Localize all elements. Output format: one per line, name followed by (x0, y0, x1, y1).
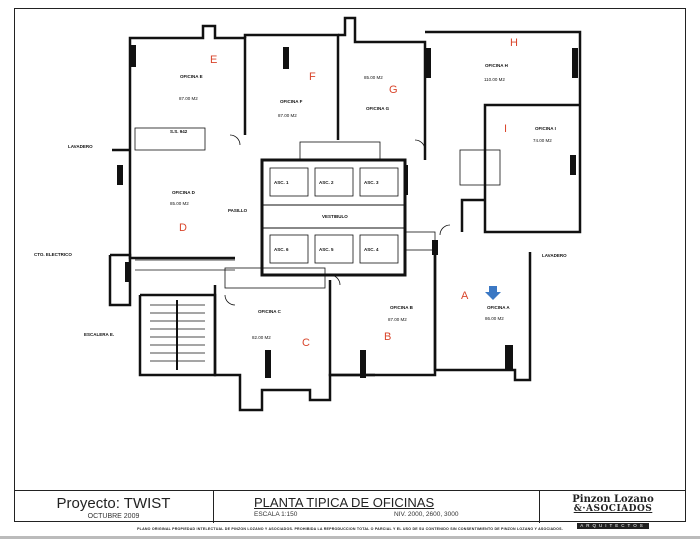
firm-name: Pinzon Lozano (572, 494, 654, 505)
room-letter-e: E (210, 54, 217, 66)
room-letter-d: D (179, 222, 187, 234)
room-name-c: OFICINA C (258, 309, 282, 314)
room-name-h: OFICINA H (485, 63, 508, 68)
elevator-4-label: ASC. 4 (364, 247, 379, 252)
room-area-i: 74.00 M2 (533, 138, 552, 143)
sheet-title: PLANTA TIPICA DE OFICINAS (254, 495, 435, 510)
room-name-f: OFICINA F (280, 99, 303, 104)
elevator-2-label: ASC. 2 (319, 180, 334, 185)
room-letter-i: I (504, 123, 507, 135)
elevator-6-label: ASC. 6 (274, 247, 289, 252)
bottom-bar (0, 536, 700, 539)
project-date: OCTUBRE 2009 (87, 513, 140, 520)
lavadero-left-label: LAVADERO (68, 144, 93, 149)
room-letter-f: F (309, 71, 316, 83)
cto-electrico-label: CTO. ELECTRICO (34, 252, 72, 257)
room-area-b: 87.00 M2 (388, 317, 407, 322)
room-letter-h: H (510, 37, 518, 49)
room-name-b: OFICINA B (390, 305, 414, 310)
arrow-down-icon (485, 286, 501, 300)
vestibulo-label: VESTIBULO (322, 214, 348, 219)
room-area-d: 85.00 M2 (170, 201, 189, 206)
firm-arquitectos: ARQUITECTOS (577, 523, 649, 529)
project-cell: Proyecto: TWIST OCTUBRE 2009 (14, 491, 214, 523)
sheet-scale: ESCALA 1:150 (254, 511, 298, 518)
sheet-levels: NIV. 2000, 2600, 3000 (394, 511, 459, 518)
room-name-g: OFICINA G (366, 106, 390, 111)
floor-plan: E F G H I D C B A OFICINA E 87.00 M2 OFI… (34, 16, 582, 412)
walls (108, 16, 582, 412)
room-name-a: OFICINA A (487, 305, 510, 310)
room-area-h: 110.00 M2 (484, 77, 505, 82)
room-area-e: 87.00 M2 (179, 96, 198, 101)
room-letter-c: C (302, 337, 310, 349)
interior-details (134, 127, 501, 370)
room-area-f: 87.00 M2 (278, 113, 297, 118)
copyright-notice: PLANO ORIGINAL PROPIEDAD INTELECTUAL DE … (137, 527, 563, 531)
room-area-g: 85.00 M2 (364, 75, 383, 80)
project-name: Proyecto: TWIST (56, 495, 171, 512)
firm-logo: Pinzon Lozano &·ASOCIADOS ARQUITECTOS (540, 491, 686, 529)
lavadero-right-label: LAVADERO (542, 253, 567, 258)
room-letter-g: G (389, 84, 398, 96)
elevator-3-label: ASC. 3 (364, 180, 379, 185)
escalera-label: ESCALERA E. (84, 332, 114, 337)
ss-label: S.S. 942 (170, 129, 188, 134)
elevator-5-label: ASC. 5 (319, 247, 334, 252)
room-name-e: OFICINA E (180, 74, 203, 79)
room-letter-b: B (384, 331, 391, 343)
columns (117, 45, 578, 378)
room-area-a: 86.00 M2 (485, 316, 504, 321)
sheet-title-cell: PLANTA TIPICA DE OFICINAS ESCALA 1:150 N… (214, 491, 540, 523)
elevator-1-label: ASC. 1 (274, 180, 289, 185)
room-area-c: 82.00 M2 (252, 335, 271, 340)
firm-associates: &·ASOCIADOS (573, 504, 653, 514)
room-name-i: OFICINA I (535, 126, 556, 131)
drawing-frame (14, 8, 686, 522)
title-block: Proyecto: TWIST OCTUBRE 2009 PLANTA TIPI… (14, 490, 686, 529)
room-letter-a: A (461, 290, 469, 302)
pasillo-label: PASILLO (228, 208, 248, 213)
room-name-d: OFICINA D (172, 190, 196, 195)
